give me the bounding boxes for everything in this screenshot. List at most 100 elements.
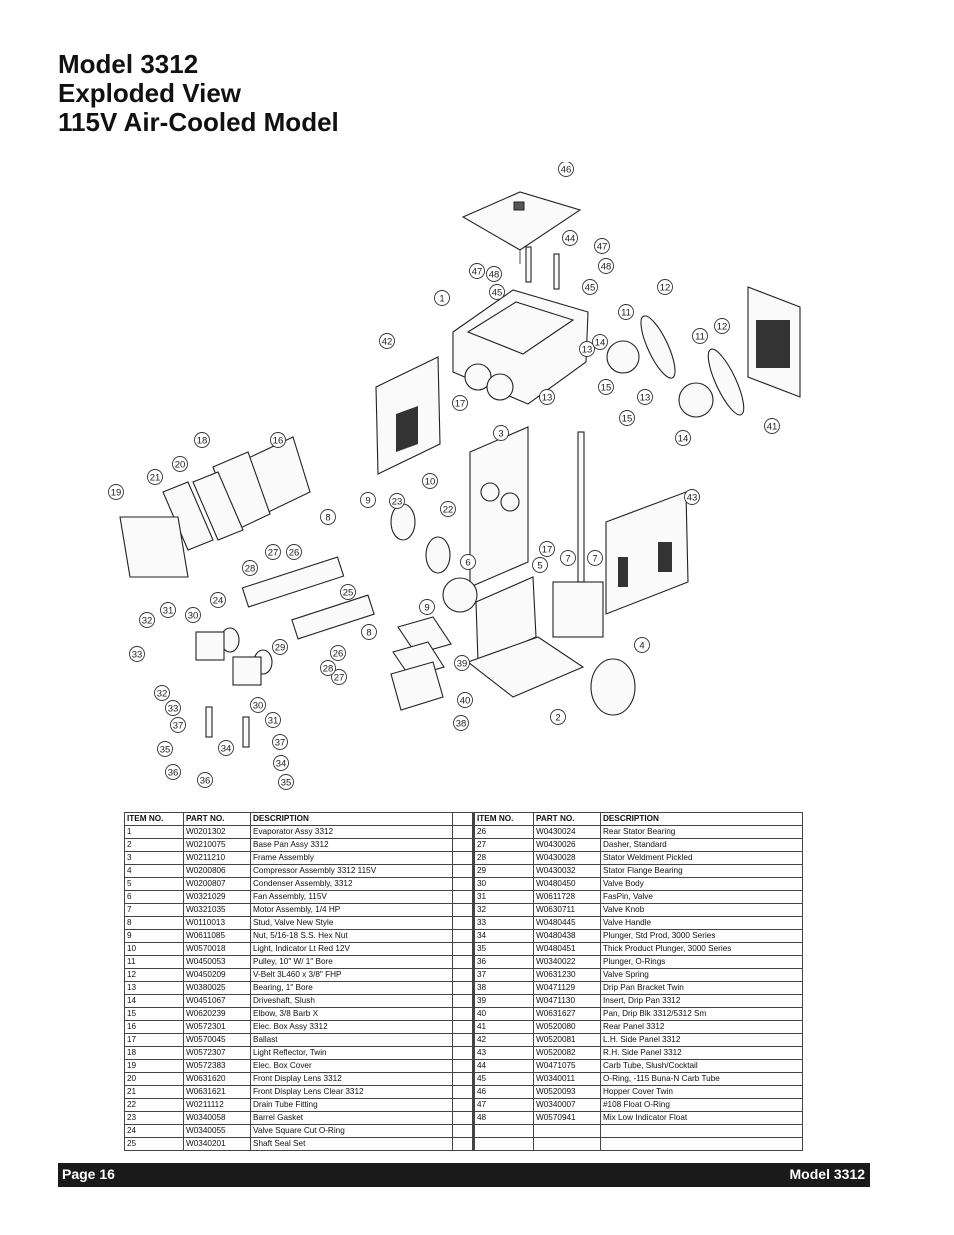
description-cell: Pan, Drip Blk 3312/5312 Sm (600, 1007, 803, 1021)
callout-number: 17 (542, 544, 553, 555)
elec-box-cover (119, 516, 189, 578)
item-number-cell: 37 (474, 968, 534, 982)
callout-number: 32 (157, 688, 168, 699)
item-number-cell (474, 1137, 534, 1151)
callout-bubble: 7 (560, 550, 576, 566)
item-number-cell: 38 (474, 981, 534, 995)
callout-bubble: 45 (582, 279, 598, 295)
item-number-cell: 17 (124, 1033, 184, 1047)
drip-pan-insert (397, 616, 452, 655)
callout-bubble: 42 (379, 333, 395, 349)
item-number-cell: 30 (474, 877, 534, 891)
description-cell: Barrel Gasket (250, 1111, 474, 1125)
callout-number: 34 (221, 743, 232, 754)
part-number-cell: W0200806 (183, 864, 251, 878)
frame-hole-upper (480, 482, 500, 502)
footer-model: Model 3312 (789, 1166, 865, 1182)
column-header-description: DESCRIPTION (250, 812, 474, 826)
part-number-cell: W0520081 (533, 1033, 601, 1047)
item-number-cell: 22 (124, 1098, 184, 1112)
valve-body-right (232, 656, 262, 686)
item-number-cell: 41 (474, 1020, 534, 1034)
callout-number: 37 (275, 737, 286, 748)
callout-bubble: 8 (361, 624, 377, 640)
description-cell: Elec. Box Assy 3312 (250, 1020, 474, 1034)
callout-bubble: 13 (637, 389, 653, 405)
callout-bubble: 33 (165, 700, 181, 716)
callout-number: 30 (188, 610, 199, 621)
callout-number: 42 (382, 336, 393, 347)
callout-bubble: 39 (454, 655, 470, 671)
description-cell: Dasher, Standard (600, 838, 803, 852)
callout-number: 45 (585, 282, 596, 293)
callout-number: 31 (163, 605, 174, 616)
part-number-cell: W0480451 (533, 942, 601, 956)
part-number-cell: W0471075 (533, 1059, 601, 1073)
callout-number: 37 (173, 720, 184, 731)
callout-bubble: 13 (539, 389, 555, 405)
callout-number: 28 (245, 563, 256, 574)
callout-bubble: 32 (154, 685, 170, 701)
part-number-cell: W0201302 (183, 825, 251, 839)
description-cell: Valve Handle (600, 916, 803, 930)
part-number-cell: W0570018 (183, 942, 251, 956)
callout-number: 44 (565, 233, 576, 244)
column-header-item: ITEM NO. (124, 812, 184, 826)
part-number-cell: W0430026 (533, 838, 601, 852)
callout-bubble: 23 (389, 493, 405, 509)
barrel-gasket-2 (425, 536, 451, 574)
part-number-cell: W0520082 (533, 1046, 601, 1060)
frame-upright-rear (577, 431, 585, 583)
callout-bubble: 26 (330, 645, 346, 661)
description-cell: Pulley, 10" W/ 1" Bore (250, 955, 474, 969)
part-number-cell: W0480445 (533, 916, 601, 930)
description-cell: Front Display Lens Clear 3312 (250, 1085, 474, 1099)
part-number-cell: W0570941 (533, 1111, 601, 1125)
page-title: Model 3312 Exploded View 115V Air-Cooled… (58, 50, 339, 137)
plunger-right (242, 716, 250, 748)
callout-bubble: 43 (684, 489, 700, 505)
description-cell: Plunger, Std Prod, 3000 Series (600, 929, 803, 943)
part-number-cell (533, 1124, 601, 1138)
item-number-cell (474, 1124, 534, 1138)
condenser-assembly (475, 576, 537, 663)
callout-bubble: 5 (532, 557, 548, 573)
description-cell: Condenser Assembly, 3312 (250, 877, 474, 891)
callout-bubble: 48 (486, 266, 502, 282)
callout-bubble: 13 (579, 341, 595, 357)
description-cell: Stud, Valve New Style (250, 916, 474, 930)
item-number-cell: 42 (474, 1033, 534, 1047)
callout-number: 36 (200, 775, 211, 786)
description-cell: Elbow, 3/8 Barb X (250, 1007, 474, 1021)
callout-number: 22 (443, 504, 454, 515)
callout-number: 10 (425, 476, 436, 487)
callout-number: 7 (592, 553, 597, 564)
callout-number: 29 (275, 642, 286, 653)
callout-number: 41 (767, 421, 778, 432)
callout-bubble: 31 (265, 712, 281, 728)
callout-bubble: 2 (550, 709, 566, 725)
hopper-cover-knob (513, 201, 525, 211)
callout-number: 40 (460, 695, 471, 706)
description-cell: Bearing, 1" Bore (250, 981, 474, 995)
title-line-config: 115V Air-Cooled Model (58, 107, 339, 137)
callout-bubble: 15 (619, 410, 635, 426)
callout-number: 12 (660, 282, 671, 293)
frame-assembly (469, 426, 529, 588)
page-footer: Page 16 Model 3312 (58, 1163, 870, 1187)
item-number-cell: 13 (124, 981, 184, 995)
callout-bubble: 9 (360, 492, 376, 508)
evaporator-port-right (486, 373, 514, 401)
callout-bubble: 11 (692, 328, 708, 344)
